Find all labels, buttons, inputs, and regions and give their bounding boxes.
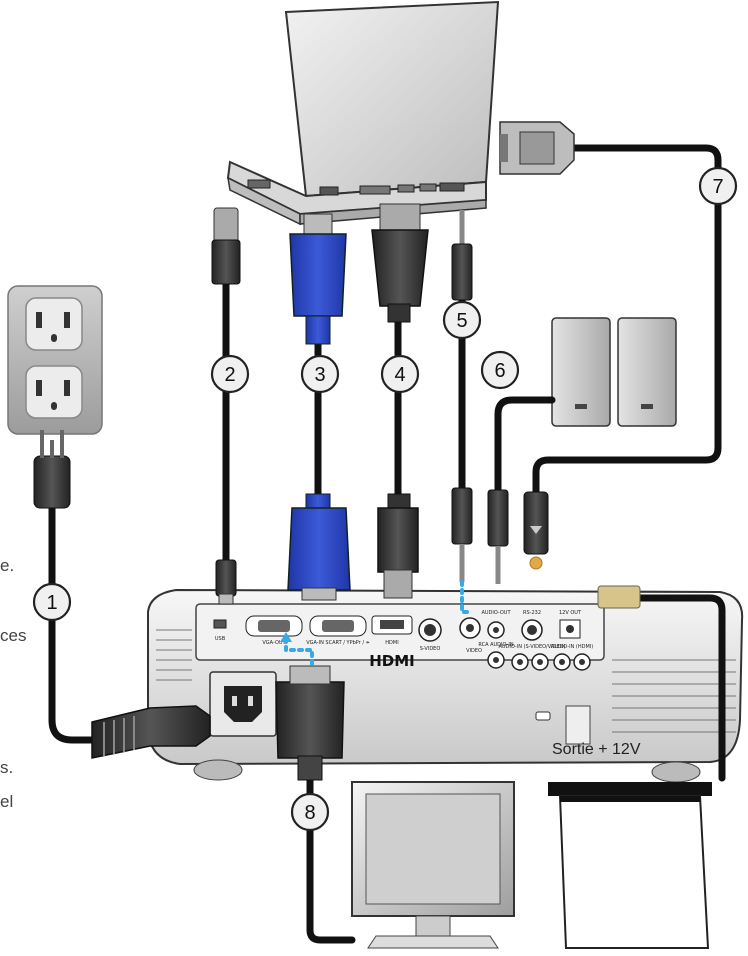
callout-8: 8: [290, 792, 330, 832]
callout-2: 2: [210, 354, 250, 394]
edge-text-3: s.: [0, 758, 14, 777]
edge-text-2: ces: [0, 626, 27, 645]
svg-text:3: 3: [314, 364, 325, 386]
port-label-usb: USB: [215, 636, 226, 642]
svg-text:7: 7: [712, 176, 723, 198]
laptop: [226, 0, 500, 226]
port-label-audio-in-3: AUDIO-IN (HDMI): [551, 644, 593, 650]
projection-screen: [548, 782, 712, 949]
dashed-arrow-video: [460, 580, 474, 614]
port-label-vga-in: VGA-IN SCART / YPbPr / ❧: [306, 640, 370, 646]
port-label-svideo: S-VIDEO: [420, 646, 441, 652]
port-label-vga-out: VGA-OUT: [262, 640, 286, 646]
cable-8-vga-out: [275, 665, 356, 944]
svg-text:8: 8: [304, 802, 315, 824]
svg-text:2: 2: [224, 364, 235, 386]
callout-6: 6: [480, 350, 520, 390]
svg-text:6: 6: [494, 360, 505, 382]
hdmi-logo: HDMI: [369, 652, 415, 670]
port-label-video: VIDEO: [466, 648, 482, 654]
svg-text:1: 1: [46, 592, 57, 614]
dashed-arrow-vga-out: [284, 638, 314, 666]
cable-3-vga: [287, 213, 351, 601]
callout-3: 3: [300, 354, 340, 394]
callout-7: 7: [698, 166, 738, 206]
wall-outlet: [7, 285, 103, 435]
speakers: [551, 317, 677, 427]
callout-1: 1: [32, 582, 72, 622]
port-label-rs232: RS-232: [523, 610, 541, 616]
cable-7-rs232: [499, 121, 722, 570]
cable-2-usb: [211, 207, 241, 605]
edge-text-1: e.: [0, 556, 15, 575]
cable-power-output: [597, 585, 726, 782]
projector: USB VGA-OUT VGA-IN SCART / YPbPr / ❧ HDM…: [147, 588, 744, 783]
power-output-label: Sortie + 12V: [552, 741, 641, 758]
callout-5: 5: [442, 300, 482, 340]
cable-1-power: [33, 430, 211, 759]
cable-5-audio: [451, 210, 473, 582]
edge-text-4: el: [0, 792, 14, 811]
cable-4-hdmi: [371, 203, 429, 599]
port-label-audio-in: RCA AUDIO-IN: [478, 642, 513, 648]
cable-6-audio-out: [487, 396, 556, 584]
monitor: [351, 781, 515, 949]
port-label-hdmi: HDMI: [385, 640, 398, 646]
svg-text:5: 5: [456, 310, 467, 332]
callout-4: 4: [380, 354, 420, 394]
port-label-audio-out: AUDIO-OUT: [481, 610, 511, 616]
port-label-audio-in-2: AUDIO-IN (S-VIDEO/VIDEO): [498, 644, 565, 650]
svg-text:4: 4: [394, 364, 405, 386]
port-label-dc-out: 12V OUT: [559, 610, 582, 616]
